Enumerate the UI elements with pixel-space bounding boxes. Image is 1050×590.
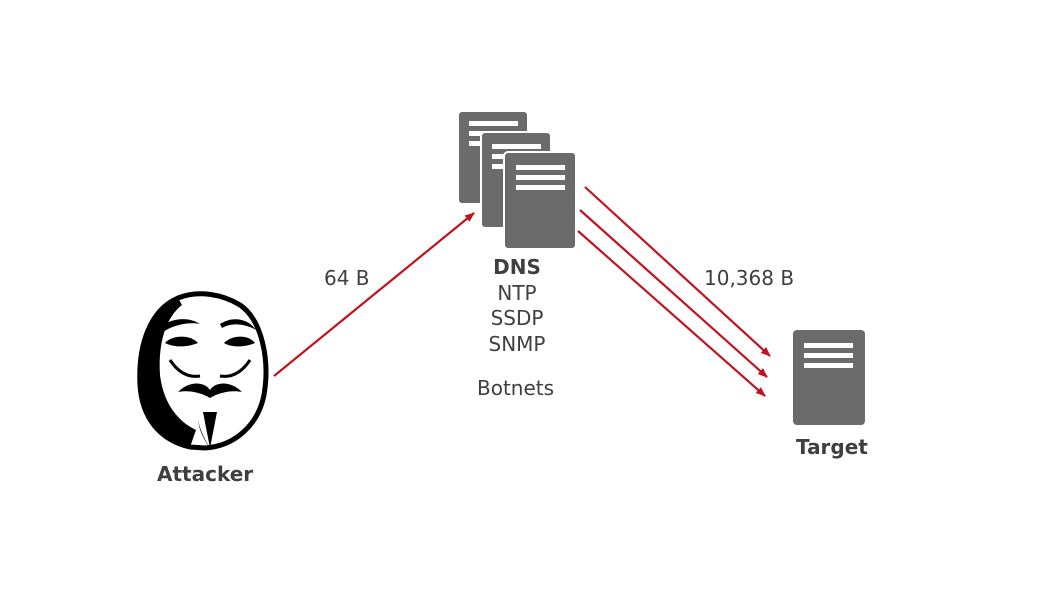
protocol-item: DNS — [493, 255, 541, 279]
response-arrows — [577, 186, 771, 397]
attacker-label: Attacker — [157, 462, 254, 486]
protocol-item: NTP — [497, 280, 537, 305]
anonymous-mask-icon — [137, 291, 269, 451]
protocol-item: SNMP — [488, 331, 546, 356]
server-stack-icon — [457, 110, 577, 250]
request-arrow — [273, 212, 475, 377]
protocol-list: DNS NTP SSDP SNMP — [458, 255, 576, 357]
botnets-label: Botnets — [477, 376, 555, 400]
response-size-label: 10,368 B — [704, 266, 795, 290]
protocol-item: SSDP — [490, 306, 544, 330]
server-icon — [793, 330, 865, 425]
request-size-label: 64 B — [324, 266, 370, 290]
target-label: Target — [796, 435, 868, 459]
